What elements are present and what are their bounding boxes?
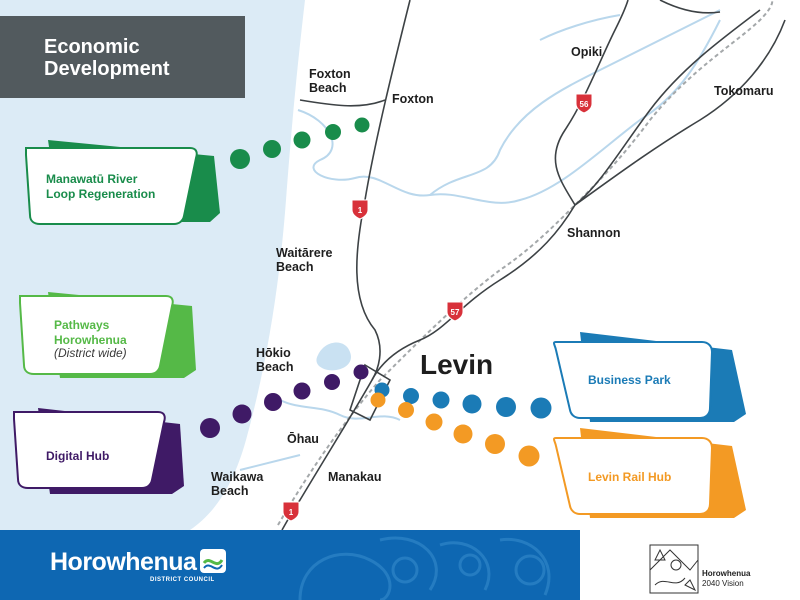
label-ohau: Ōhau [287,432,319,446]
label-waikawa-beach: Waikawa Beach [211,470,264,498]
orange-connector-dots [370,392,540,467]
highway-shield-1-north [351,199,369,220]
vision-logo-icon [649,544,699,594]
shield-label-57: 57 [451,308,460,317]
sea-area [0,0,305,530]
highway-shield-57 [446,301,464,322]
label-tokomaru: Tokomaru [714,84,774,98]
vision-brand-name: Horowhenua [702,569,751,578]
title-panel: Economic Development [0,16,245,98]
label-hokio-beach: Hōkio Beach [256,346,294,374]
green-connector-dots [230,117,370,169]
callout-pathways-note: (District wide) [54,346,127,360]
vision-tagline: 2040 Vision [702,579,744,588]
council-subtitle: DISTRICT COUNCIL [150,577,215,583]
callout-manawatu-card[interactable] [25,140,220,225]
callout-pathways-label: Pathways Horowhenua [54,318,127,347]
label-waitarere-beach: Waitārere Beach [276,246,333,274]
highway-shield-1-south [282,501,300,522]
lake-horowhenua [316,342,351,371]
council-brand-name: Horowhenua [50,548,197,576]
callout-rail-label: Levin Rail Hub [588,470,672,484]
callout-business-card[interactable] [552,332,746,422]
callout-pathways-card[interactable] [19,292,196,378]
label-manakau: Manakau [328,470,382,484]
callout-digital-card[interactable] [13,408,184,494]
label-foxton: Foxton [392,92,434,106]
waterways [239,9,721,471]
callout-business-label: Business Park [588,373,671,387]
blue-connector-dots [374,382,552,419]
page-title: Economic Development [44,36,170,80]
callout-rail-card[interactable] [552,428,746,518]
footer-pattern [298,536,551,600]
railway-line [277,0,774,526]
purple-connector-dots [200,364,369,438]
label-foxton-beach: Foxton Beach [309,67,351,95]
shield-label-1-south: 1 [289,508,294,517]
callout-manawatu-label: Manawatū River Loop Regeneration [46,172,156,201]
label-levin: Levin [420,349,494,380]
label-opiki: Opiki [571,45,603,59]
shield-label-1-north: 1 [358,206,363,215]
wave-logo-icon [200,549,226,573]
highway-shield-56 [575,93,593,114]
shield-label-56: 56 [580,100,589,109]
callout-digital-label: Digital Hub [46,449,110,463]
label-shannon: Shannon [567,226,621,240]
